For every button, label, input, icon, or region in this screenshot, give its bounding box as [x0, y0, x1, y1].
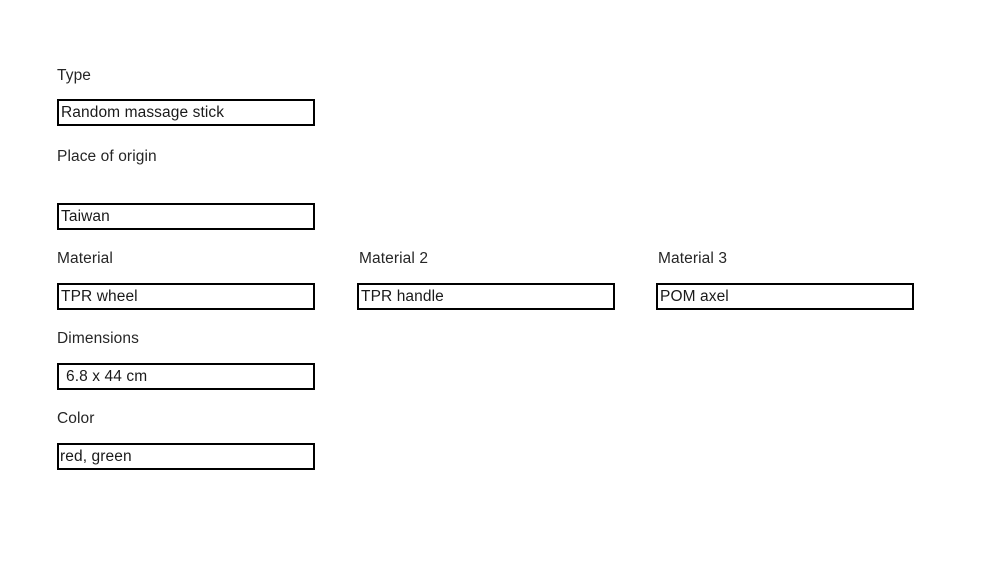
- input-color-value: red, green: [60, 448, 132, 465]
- input-material-3[interactable]: POM axel: [656, 283, 914, 310]
- input-material-2-value: TPR handle: [361, 288, 444, 305]
- input-material-3-value: POM axel: [660, 288, 729, 305]
- input-material-value: TPR wheel: [61, 288, 138, 305]
- input-place-of-origin-value: Taiwan: [61, 208, 110, 225]
- input-material-2[interactable]: TPR handle: [357, 283, 615, 310]
- input-dimensions[interactable]: 6.8 x 44 cm: [57, 363, 315, 390]
- input-material[interactable]: TPR wheel: [57, 283, 315, 310]
- label-material-2: Material 2: [359, 250, 429, 267]
- label-place-of-origin: Place of origin: [57, 148, 157, 165]
- label-material: Material: [57, 250, 113, 267]
- input-place-of-origin[interactable]: Taiwan: [57, 203, 315, 230]
- label-material-3: Material 3: [658, 250, 728, 267]
- input-dimensions-value: 6.8 x 44 cm: [66, 368, 148, 385]
- input-color[interactable]: red, green: [57, 443, 315, 470]
- label-color: Color: [57, 410, 95, 427]
- label-dimensions: Dimensions: [57, 330, 139, 347]
- input-type-value: Random massage stick: [61, 104, 225, 121]
- label-type: Type: [57, 67, 92, 84]
- input-type[interactable]: Random massage stick: [57, 99, 315, 126]
